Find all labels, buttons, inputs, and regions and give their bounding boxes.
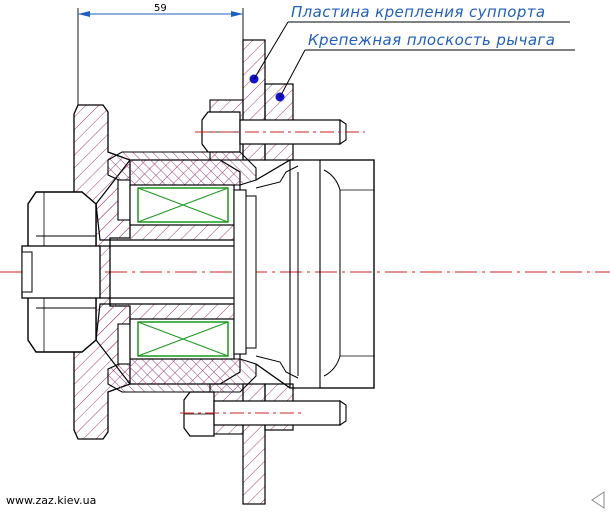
caliper-plate-leader bbox=[253, 21, 570, 80]
watermark: www.zaz.kiev.ua bbox=[6, 494, 97, 507]
dimension-59: 59 bbox=[77, 3, 244, 105]
lever-plane-leader bbox=[279, 49, 575, 98]
corner-triangle-icon bbox=[591, 491, 605, 509]
lever-plane-label: Крепежная плоскость рычага bbox=[308, 31, 555, 49]
dimension-label: 59 bbox=[154, 3, 167, 14]
caliper-plate-label: Пластина крепления суппорта bbox=[291, 3, 546, 21]
lower-bolt bbox=[180, 391, 347, 437]
bearing-sleeve bbox=[233, 189, 257, 355]
upper-bolt bbox=[195, 111, 365, 153]
upper-bearing bbox=[129, 184, 235, 226]
stub-axle bbox=[21, 245, 240, 299]
brake-disc-hat bbox=[255, 159, 375, 389]
lower-bearing bbox=[129, 318, 235, 360]
